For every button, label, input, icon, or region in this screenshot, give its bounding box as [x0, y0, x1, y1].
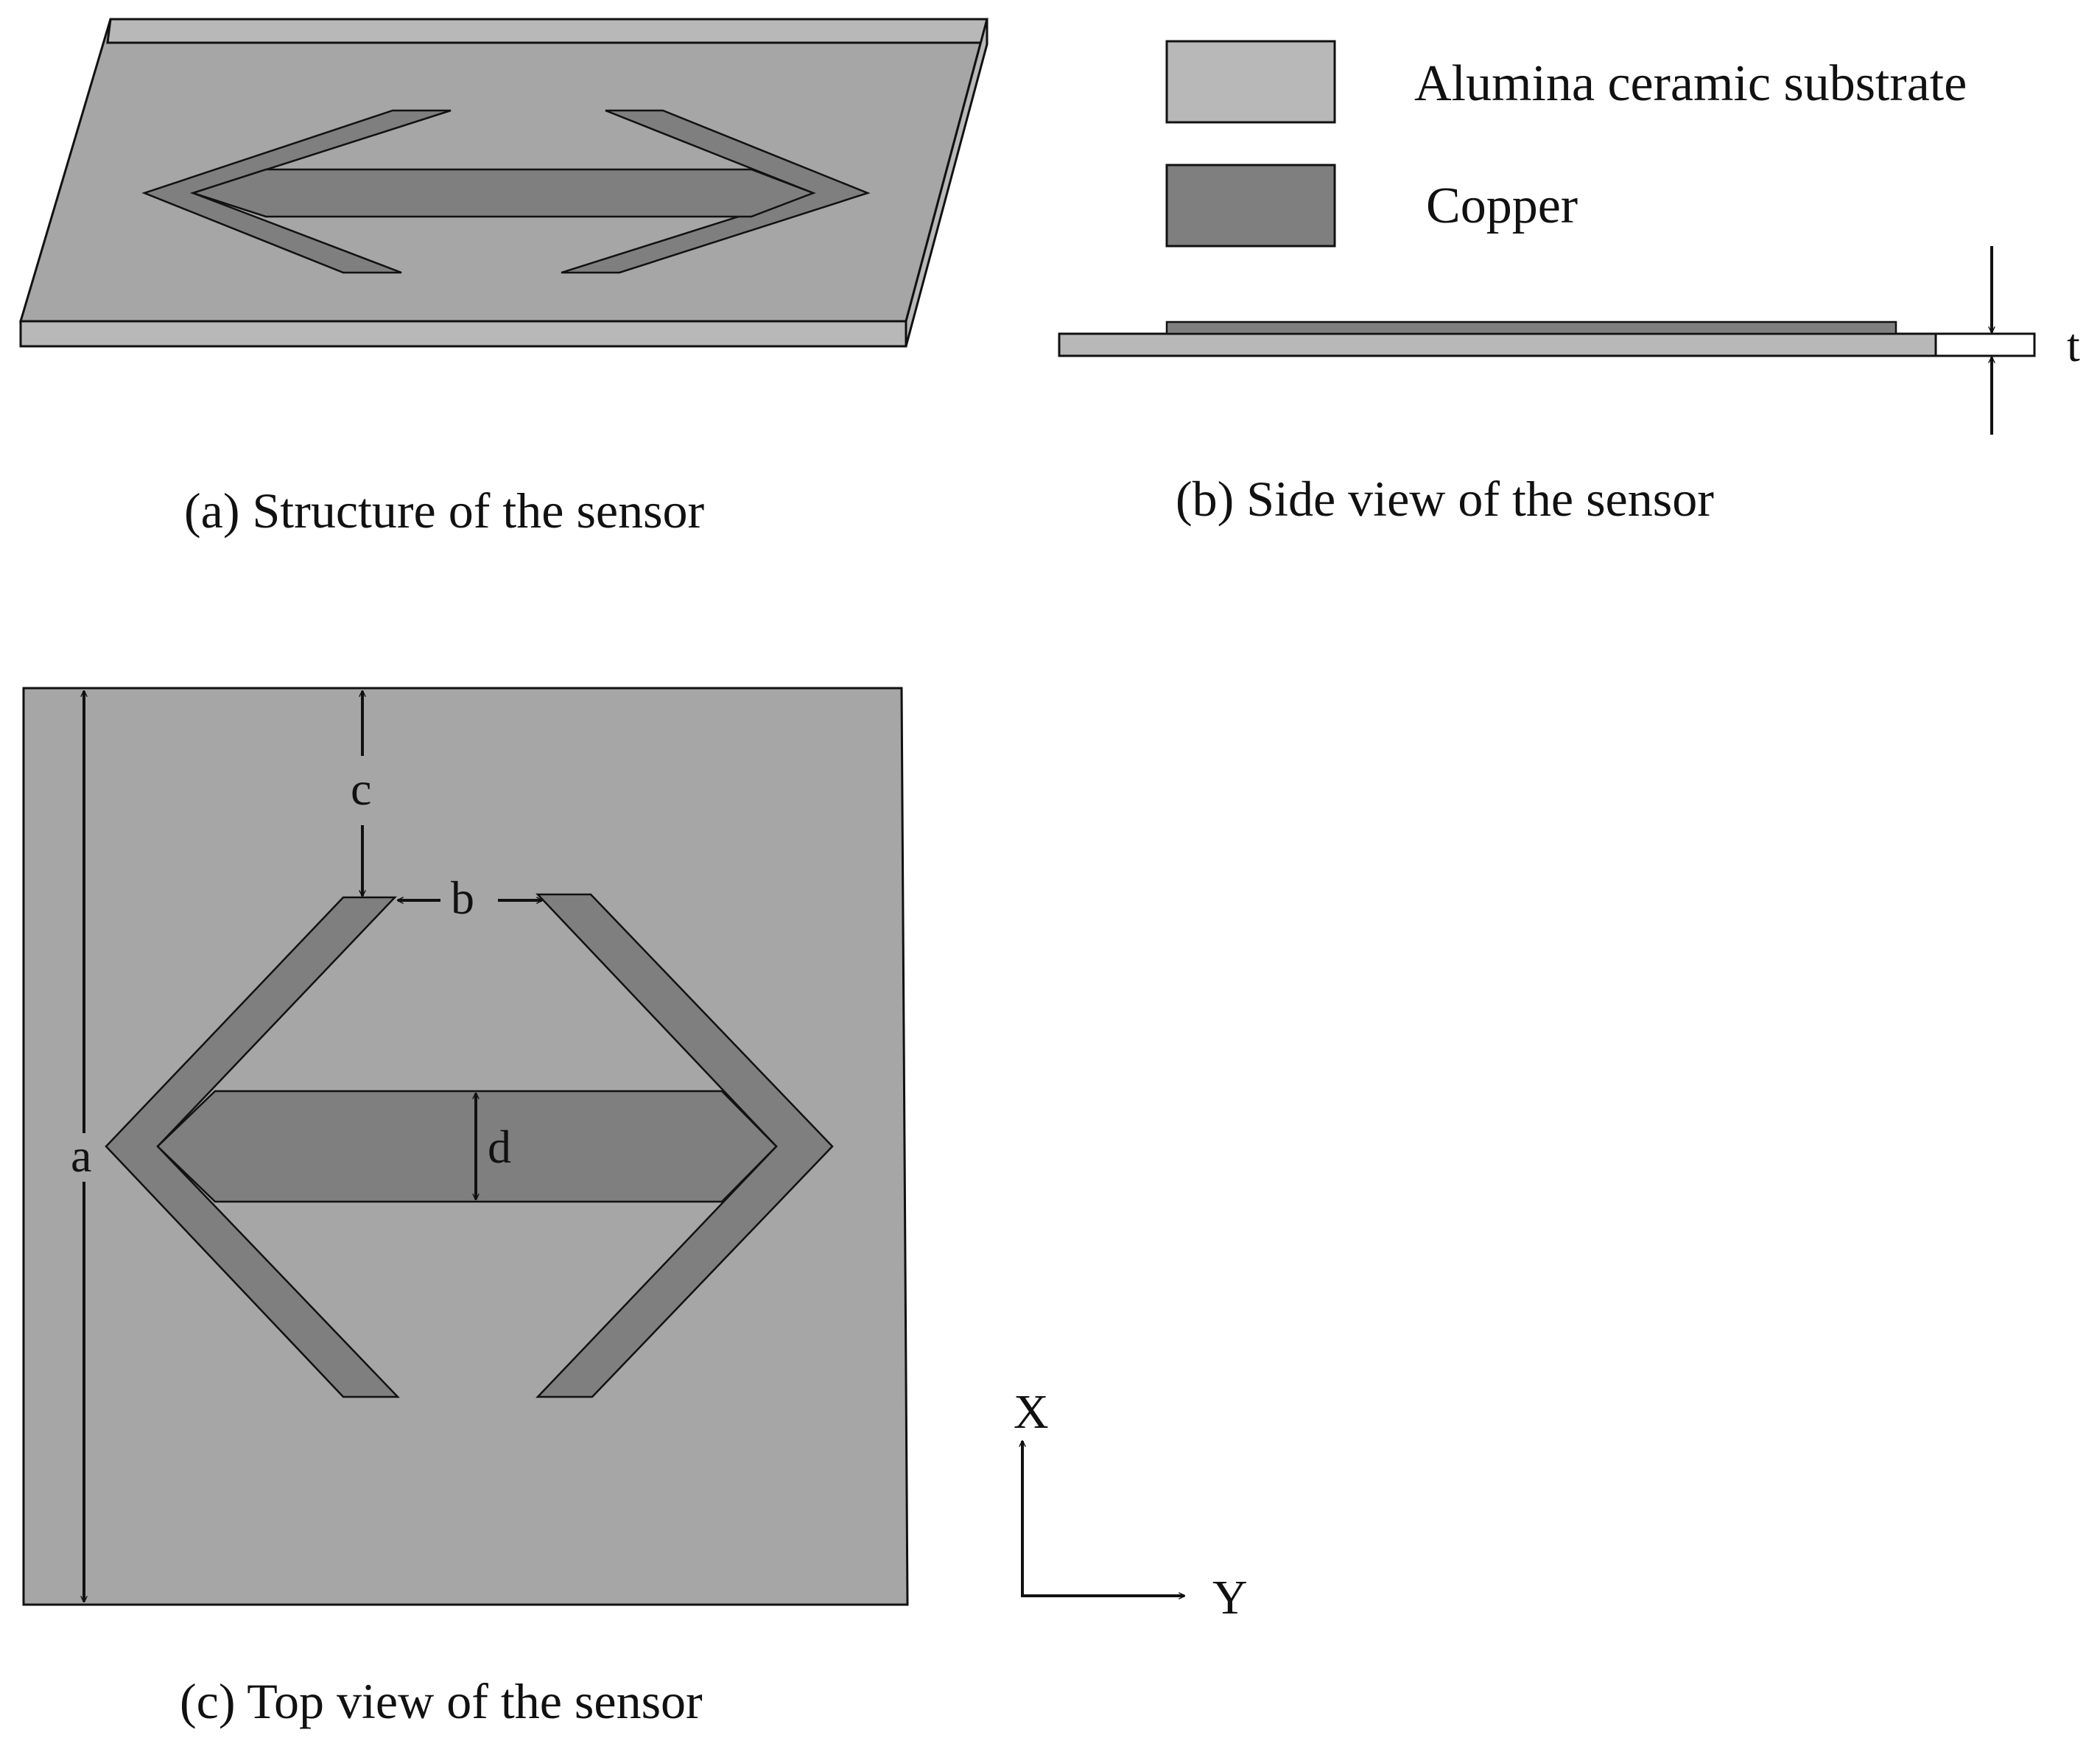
dim-d-label: d — [488, 1121, 511, 1173]
side-copper — [1165, 320, 1897, 335]
dim-b-label: b — [451, 872, 474, 924]
dim-a-label-bg — [68, 1133, 100, 1182]
panel-a-caption: (a) Structure of the sensor — [184, 483, 705, 539]
panel-b-side-view: t (b) Side view of the sensor — [1058, 246, 2080, 527]
side-substrate — [1058, 332, 1937, 357]
thickness-label: t — [2067, 319, 2080, 371]
copper-left-chevron — [141, 109, 452, 274]
legend-copper-swatch — [1165, 164, 1336, 248]
substrate-right-edge — [905, 18, 988, 347]
legend-substrate-label: Alumina ceramic substrate — [1414, 55, 1967, 112]
x-axis-label: X — [1014, 1385, 1049, 1439]
legend-copper-label: Copper — [1426, 178, 1578, 234]
substrate-back-edge — [106, 18, 988, 44]
top-center-bar — [156, 1090, 778, 1203]
panel-c-caption: (c) Top view of the sensor — [180, 1673, 703, 1729]
dim-a-label: a — [71, 1129, 91, 1182]
panel-b-caption: (b) Side view of the sensor — [1176, 471, 1714, 527]
coordinate-axes: X Y — [1014, 1385, 1248, 1625]
copper-center-bar — [189, 168, 816, 218]
dim-c-label: c — [351, 763, 371, 815]
panel-a-structure: (a) Structure of the sensor — [18, 18, 988, 539]
thickness-gap — [1934, 332, 2036, 357]
substrate-front-edge — [19, 320, 907, 348]
y-axis-label: Y — [1212, 1571, 1248, 1625]
top-left-chevron — [105, 896, 400, 1398]
legend-substrate-swatch — [1165, 40, 1336, 124]
panel-c-top-view: a c b d (c) Top view of the sensor — [22, 687, 909, 1729]
legend: Alumina ceramic substrate Copper — [1165, 40, 1967, 248]
